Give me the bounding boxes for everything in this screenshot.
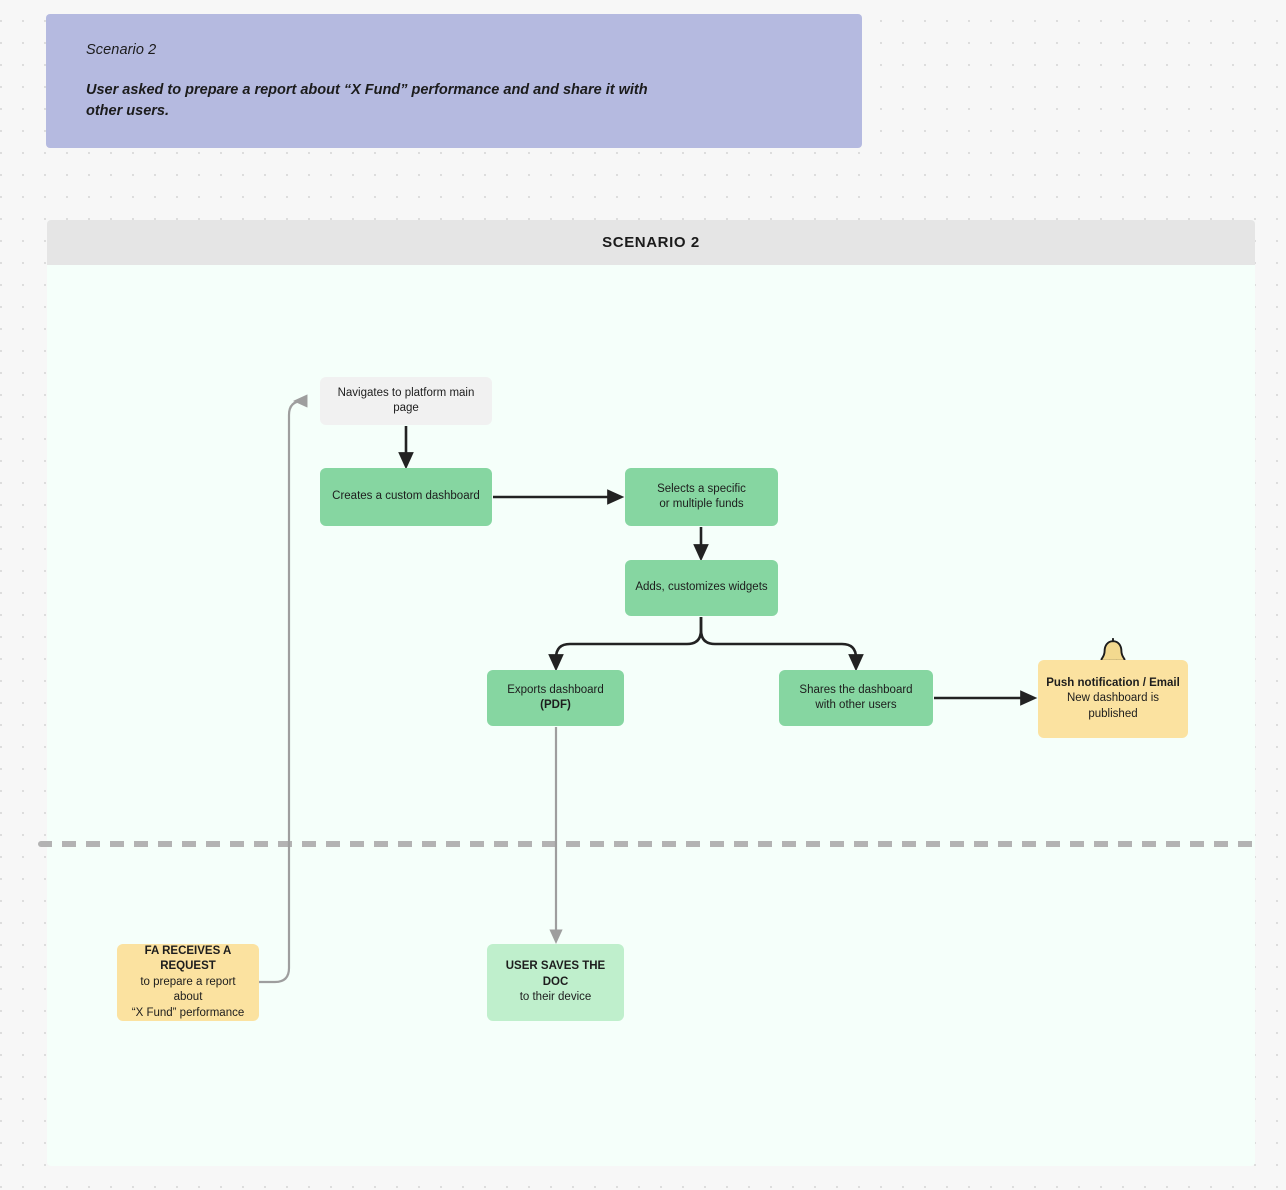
- node-label-line2: to their device: [519, 991, 592, 1004]
- lane-divider: [38, 841, 1256, 847]
- panel-header-title: SCENARIO 2: [602, 234, 700, 251]
- node-label-line2: (PDF): [540, 699, 571, 711]
- node-adds-customizes-widgets[interactable]: Adds, customizes widgets: [625, 560, 778, 616]
- node-label-line1: Shares the dashboard: [799, 683, 913, 696]
- node-label-line1: Navigates to platform main page: [337, 386, 475, 415]
- scenario-note-title: Scenario 2: [86, 42, 157, 58]
- node-label-line1: Push notification / Email: [1046, 676, 1180, 689]
- node-user-saves-doc[interactable]: USER SAVES THE DOC to their device: [487, 944, 624, 1021]
- node-creates-custom-dashboard[interactable]: Creates a custom dashboard: [320, 468, 492, 526]
- node-fa-receives-request[interactable]: FA RECEIVES A REQUEST to prepare a repor…: [117, 944, 259, 1021]
- node-label-line1: Creates a custom dashboard: [332, 490, 480, 503]
- node-label-line1: USER SAVES THE DOC: [505, 960, 606, 988]
- node-label-line1: Exports dashboard: [507, 683, 604, 696]
- node-push-notification[interactable]: Push notification / Email New dashboard …: [1038, 660, 1188, 738]
- node-label-line2: with other users: [815, 699, 897, 711]
- node-selects-funds[interactable]: Selects a specific or multiple funds: [625, 468, 778, 526]
- scenario-note-body: User asked to prepare a report about “X …: [86, 82, 648, 119]
- node-shares-dashboard[interactable]: Shares the dashboard with other users: [779, 670, 933, 726]
- node-label-line3: published: [1088, 707, 1138, 720]
- node-label-line1: FA RECEIVES A REQUEST: [144, 944, 232, 973]
- scenario-note: Scenario 2 User asked to prepare a repor…: [46, 14, 862, 148]
- node-label-line1: Selects a specific: [657, 482, 746, 495]
- node-label-line3: “X Fund” performance: [131, 1006, 245, 1019]
- node-label-line2: or multiple funds: [659, 498, 744, 510]
- node-label-line1: Adds, customizes widgets: [635, 581, 768, 594]
- node-navigates-to-platform[interactable]: Navigates to platform main page: [320, 377, 492, 425]
- node-exports-dashboard[interactable]: Exports dashboard (PDF): [487, 670, 624, 726]
- node-label-line2: to prepare a report about: [140, 975, 236, 1004]
- node-label-line2: New dashboard is: [1066, 692, 1160, 705]
- panel-header: SCENARIO 2: [47, 220, 1255, 265]
